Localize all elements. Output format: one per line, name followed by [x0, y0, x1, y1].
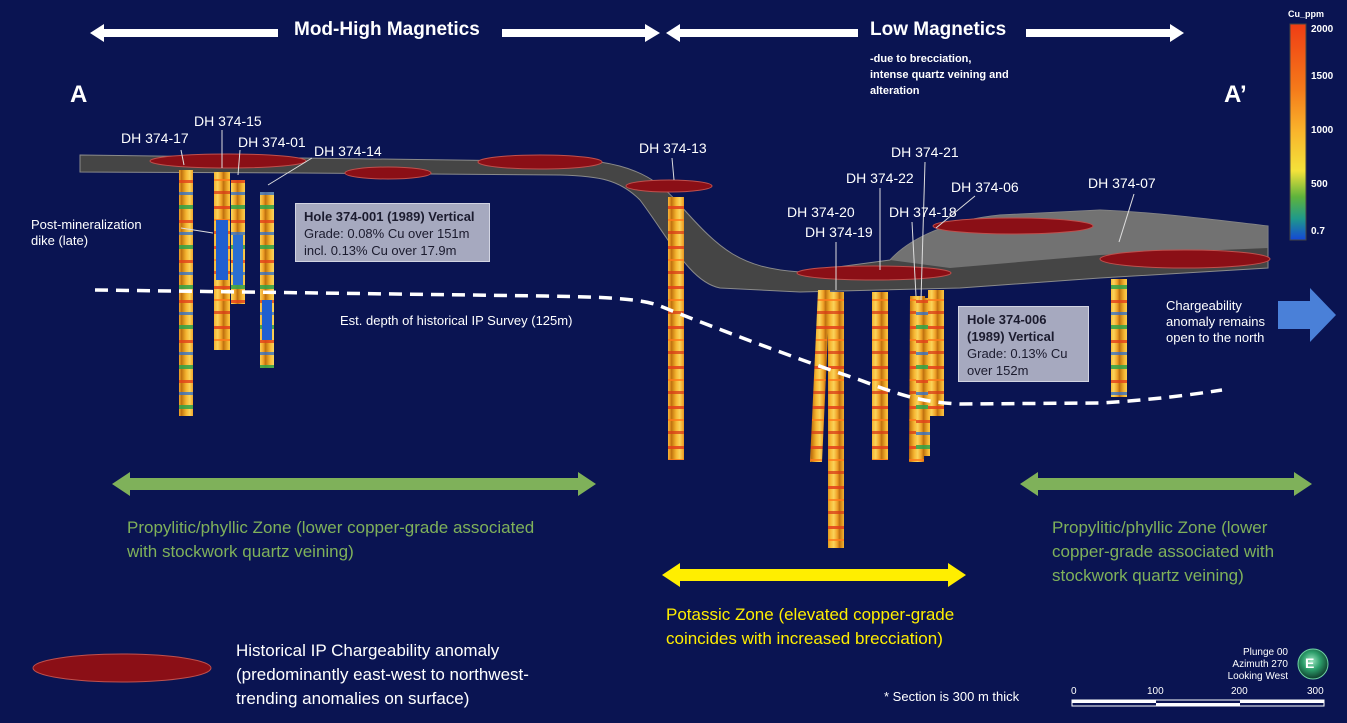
colorbar-tick-0-7: 0.7 — [1311, 226, 1325, 237]
potassic-arrow — [662, 563, 966, 587]
colorbar-title: Cu_ppm — [1288, 9, 1324, 19]
dh-label-374-20: DH 374-20 — [787, 204, 855, 220]
scale-tick-0: 0 — [1071, 686, 1077, 697]
section-thickness-note: * Section is 300 m thick — [884, 689, 1020, 704]
scale-tick-200: 200 — [1231, 686, 1248, 697]
section-label-left: A — [70, 81, 88, 108]
dh-label-374-18: DH 374-18 — [889, 204, 957, 220]
colorbar-tick-1500: 1500 — [1311, 71, 1334, 82]
leader-lines — [180, 130, 1135, 301]
scale-bar-graphic — [1071, 699, 1325, 707]
prop-right-arrow — [1020, 472, 1312, 496]
header-arrows — [90, 24, 1184, 42]
dh-label-374-21: DH 374-21 — [891, 144, 959, 160]
propylitic-zone-right: Propylitic/phyllic Zone (lower copper-gr… — [1052, 518, 1275, 585]
dh-label-374-19: DH 374-19 — [805, 224, 873, 240]
section-label-right: A’ — [1224, 81, 1247, 108]
colorbar-gradient — [1289, 23, 1307, 241]
dh-label-374-15: DH 374-15 — [194, 113, 262, 129]
dike-annotation: Post-mineralization dike (late) — [31, 217, 142, 248]
propylitic-zone-left: Propylitic/phyllic Zone (lower copper-gr… — [127, 518, 535, 561]
colorbar-tick-2000: 2000 — [1311, 24, 1334, 35]
chargeability-annotation: Chargeability anomaly remains open to th… — [1166, 298, 1265, 345]
colorbar-tick-500: 500 — [1311, 179, 1328, 190]
dh-label-374-06: DH 374-06 — [951, 179, 1019, 195]
ip-survey-depth-line — [94, 288, 1223, 406]
prop-left-arrow — [112, 472, 596, 496]
info-box-hole-001: Hole 374-001 (1989) Vertical Grade: 0.08… — [295, 203, 490, 262]
view-orientation: Plunge 00 Azimuth 270 Looking West — [1227, 647, 1288, 682]
low-magnetics-note: -due to brecciation, intense quartz vein… — [870, 53, 1009, 97]
dh-label-374-14: DH 374-14 — [314, 143, 382, 159]
dh-label-374-13: DH 374-13 — [639, 140, 707, 156]
compass-icon — [1297, 648, 1329, 680]
colorbar-tick-1000: 1000 — [1311, 125, 1334, 136]
dh-label-374-01: DH 374-01 — [238, 134, 306, 150]
potassic-zone: Potassic Zone (elevated copper-grade coi… — [666, 605, 955, 648]
scale-tick-300: 300 — [1307, 686, 1324, 697]
open-north-arrow — [1278, 288, 1336, 342]
compass-label: E — [1305, 655, 1315, 671]
dh-label-374-17: DH 374-17 — [121, 130, 189, 146]
ip-depth-annotation: Est. depth of historical IP Survey (125m… — [340, 313, 573, 328]
legend-swatch — [32, 653, 212, 683]
drill-hole-traces — [179, 170, 1127, 548]
dh-label-374-22: DH 374-22 — [846, 170, 914, 186]
info-box-hole-006: Hole 374-006 (1989) Vertical Grade: 0.13… — [958, 306, 1089, 382]
header-low-magnetics: Low Magnetics — [870, 19, 1007, 40]
header-mod-high-magnetics: Mod-High Magnetics — [294, 19, 480, 40]
dh-label-374-07: DH 374-07 — [1088, 175, 1156, 191]
legend-ip-anomaly: Historical IP Chargeability anomaly (pre… — [236, 641, 529, 708]
scale-tick-100: 100 — [1147, 686, 1164, 697]
ip-anomalies — [149, 153, 1271, 281]
